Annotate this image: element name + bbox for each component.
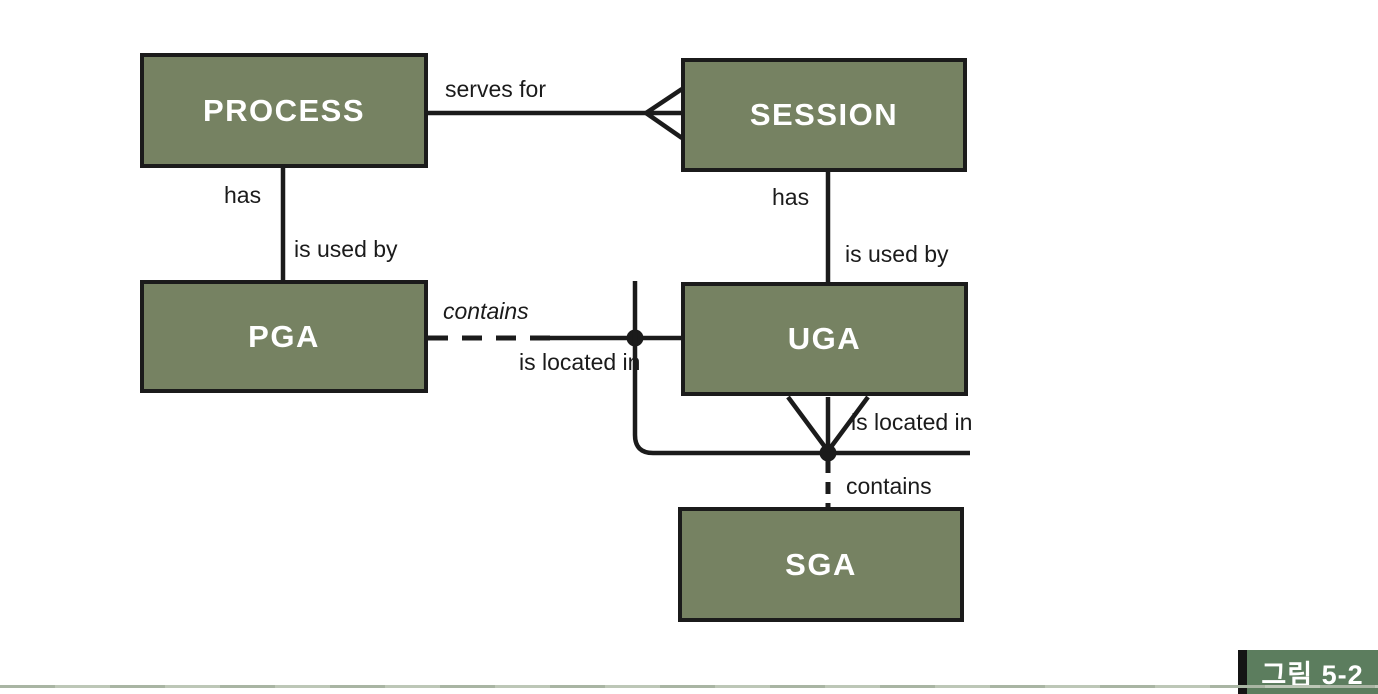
- entity-session: SESSION: [681, 58, 967, 172]
- relationship-label-is-used-by-left: is used by: [294, 236, 398, 262]
- crowsfoot-session-icon: [642, 87, 684, 140]
- entity-uga: UGA: [681, 282, 968, 396]
- figure-caption-text: 그림 5-2: [1261, 659, 1364, 690]
- entity-pga-label: PGA: [248, 318, 320, 354]
- relationship-label-contains-sga: contains: [846, 473, 932, 499]
- crowsfoot-uga-icon: [786, 395, 870, 453]
- relationship-label-serves-for: serves for: [445, 76, 546, 102]
- relationship-label-is-located-in-left: is located in: [519, 349, 641, 375]
- relationship-label-contains-pga: contains: [443, 298, 529, 324]
- entity-pga: PGA: [140, 280, 428, 393]
- entity-process: PROCESS: [140, 53, 428, 168]
- relationship-label-has-left: has: [224, 182, 262, 208]
- entity-process-label: PROCESS: [202, 92, 366, 128]
- entity-uga-label: UGA: [787, 321, 862, 356]
- bottom-page-rule: [0, 685, 1378, 688]
- line-exclusive-arc: [632, 281, 970, 456]
- entity-session-label: SESSION: [749, 97, 899, 132]
- relationship-label-is-used-by-right: is used by: [845, 241, 949, 267]
- entity-sga: SGA: [678, 507, 964, 622]
- relationship-label-is-located-in-right: is located in: [851, 409, 973, 435]
- relationship-label-has-right: has: [772, 184, 810, 210]
- entity-sga-label: SGA: [785, 546, 857, 582]
